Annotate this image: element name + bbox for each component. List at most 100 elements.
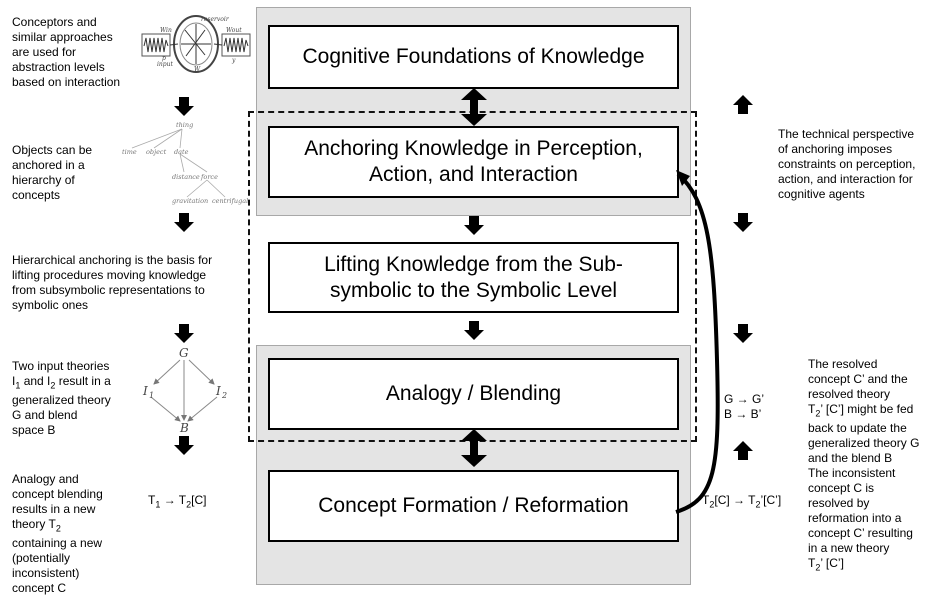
formula-part: T — [148, 493, 156, 507]
note-line: similar approaches — [12, 30, 113, 44]
note-line: Conceptors and — [12, 15, 97, 29]
box-lifting-line2: symbolic to the Symbolic Level — [329, 278, 618, 302]
note-line: concept C’ resulting — [808, 526, 913, 541]
note-conceptors: Conceptors and similar approaches are us… — [12, 15, 120, 90]
note-line: cognitive agents — [778, 187, 865, 201]
box-lifting-knowledge: Lifting Knowledge from the Sub- symbolic… — [268, 242, 679, 313]
text-t: T — [808, 556, 816, 571]
box-concept-label: Concept Formation / Reformation — [318, 494, 629, 517]
tree-node-gravitation: gravitation — [172, 197, 208, 205]
box-analogy-blending: Analogy / Blending — [268, 358, 679, 430]
tree-node-date: date — [174, 148, 189, 156]
win-label: Win — [160, 27, 172, 34]
wout-label: Wout — [226, 27, 242, 34]
tree-node-thing: thing — [176, 121, 193, 129]
note-line: T2’ [C’] might be fed — [808, 402, 919, 421]
note-line: lifting procedures moving knowledge — [12, 268, 207, 282]
note-line: Hierarchical anchoring is the basis for — [12, 253, 213, 267]
box-concept-formation: Concept Formation / Reformation — [268, 470, 679, 542]
blend-node-i1-sub: 1 — [149, 391, 154, 400]
tree-node-force: force — [200, 173, 218, 181]
text-t: T — [808, 402, 816, 416]
formula-part: [C] → T — [714, 493, 756, 507]
note-line: concepts — [12, 188, 61, 202]
note-line: generalized theory — [12, 393, 111, 408]
note-line: generalized theory G — [808, 436, 920, 451]
input-label: input — [157, 61, 173, 68]
note-line: The technical perspective — [778, 127, 915, 141]
blend-node-i2: I — [215, 384, 221, 398]
formula-part: → T — [160, 493, 187, 507]
note-line: back to update the — [808, 421, 907, 436]
note-input-theories: Two input theories I1 and I2 result in a… — [12, 359, 111, 438]
note-line: Two input theories — [12, 359, 110, 373]
formula-sub: 1 — [155, 499, 161, 510]
note-line: resolved theory — [808, 387, 891, 401]
note-line: (potentially — [12, 551, 71, 566]
note-line: and the blend B — [808, 451, 893, 466]
feedback-curve — [675, 172, 720, 514]
text-result: result in a — [55, 374, 111, 388]
note-line: Analogy and — [12, 472, 79, 486]
note-objects: Objects can be anchored in a hierarchy o… — [12, 143, 92, 203]
box-cognitive-foundations-label: Cognitive Foundations of Knowledge — [302, 45, 645, 68]
note-line: of anchoring imposes — [778, 142, 893, 156]
note-line: resolved by — [808, 496, 870, 511]
note-line: G and blend — [12, 408, 78, 423]
double-arrow-top — [461, 88, 487, 126]
note-technical-perspective: The technical perspective of anchoring i… — [778, 127, 915, 202]
w-label: W — [194, 66, 201, 73]
note-line: reformation into a — [808, 511, 902, 526]
tree-node-distance: distance — [172, 173, 200, 181]
note-line: concept blending — [12, 487, 103, 501]
tree-node-centrifugal: centrifugal — [212, 197, 248, 205]
note-line: theory T2 — [12, 517, 103, 536]
sub-1: 1 — [15, 380, 21, 391]
note-line: T2’ [C’] — [808, 556, 919, 575]
note-line: hierarchy of — [12, 173, 75, 187]
note-line: results in a new — [12, 502, 96, 516]
formula-sub: 2 — [186, 499, 192, 510]
tree-node-time: time — [122, 148, 137, 156]
formula-t2-t2prime: T2[C] → T2’[C’] — [702, 493, 781, 512]
note-line: concept C — [12, 581, 67, 596]
note-line: anchored in a — [12, 158, 85, 172]
note-line: The resolved — [808, 357, 878, 371]
box-anchoring-line1: Anchoring Knowledge in Perception, — [304, 137, 643, 160]
note-resolved-concept: The resolved concept C’ and the resolved… — [808, 357, 919, 576]
formula-t1-t2: T1 → T2[C] — [148, 493, 207, 512]
feedback-arrowhead — [676, 170, 690, 186]
note-line: The inconsistent — [808, 466, 896, 481]
text-and-i: and I — [20, 374, 51, 388]
formula-b-bprime: B → B’ — [724, 407, 762, 421]
note-line: containing a new — [12, 536, 103, 551]
blend-node-g: G — [179, 346, 189, 360]
box-anchoring-knowledge: Anchoring Knowledge in Perception, Actio… — [268, 126, 679, 198]
blend-node-b: B — [179, 421, 189, 435]
sub-2: 2 — [815, 562, 821, 573]
note-line: I1 and I2 result in a — [12, 374, 111, 393]
note-line: in a new theory — [808, 541, 890, 556]
note-line: space B — [12, 423, 56, 438]
formula-part: T — [702, 493, 710, 507]
y-label: y — [231, 57, 236, 64]
p-label: p — [162, 55, 166, 62]
box-lifting-line1: Lifting Knowledge from the Sub- — [324, 252, 623, 276]
box-cognitive-foundations: Cognitive Foundations of Knowledge — [268, 25, 679, 89]
note-hierarchical: Hierarchical anchoring is the basis for … — [12, 253, 212, 313]
note-analogy-blending: Analogy and concept blending results in … — [12, 472, 103, 596]
text-theory-t: theory T — [12, 517, 56, 531]
sub-2: 2 — [815, 408, 821, 419]
tree-node-object: object — [146, 148, 167, 156]
sub-2: 2 — [55, 523, 61, 534]
note-line: abstraction levels — [12, 60, 105, 74]
double-arrow-bottom — [461, 429, 487, 467]
note-line: are used for — [12, 45, 77, 59]
formula-sub: 2 — [709, 499, 715, 510]
text-rest: ’ [C’] might be fed — [820, 402, 914, 416]
note-line: from subsymbolic representations to — [12, 283, 205, 297]
